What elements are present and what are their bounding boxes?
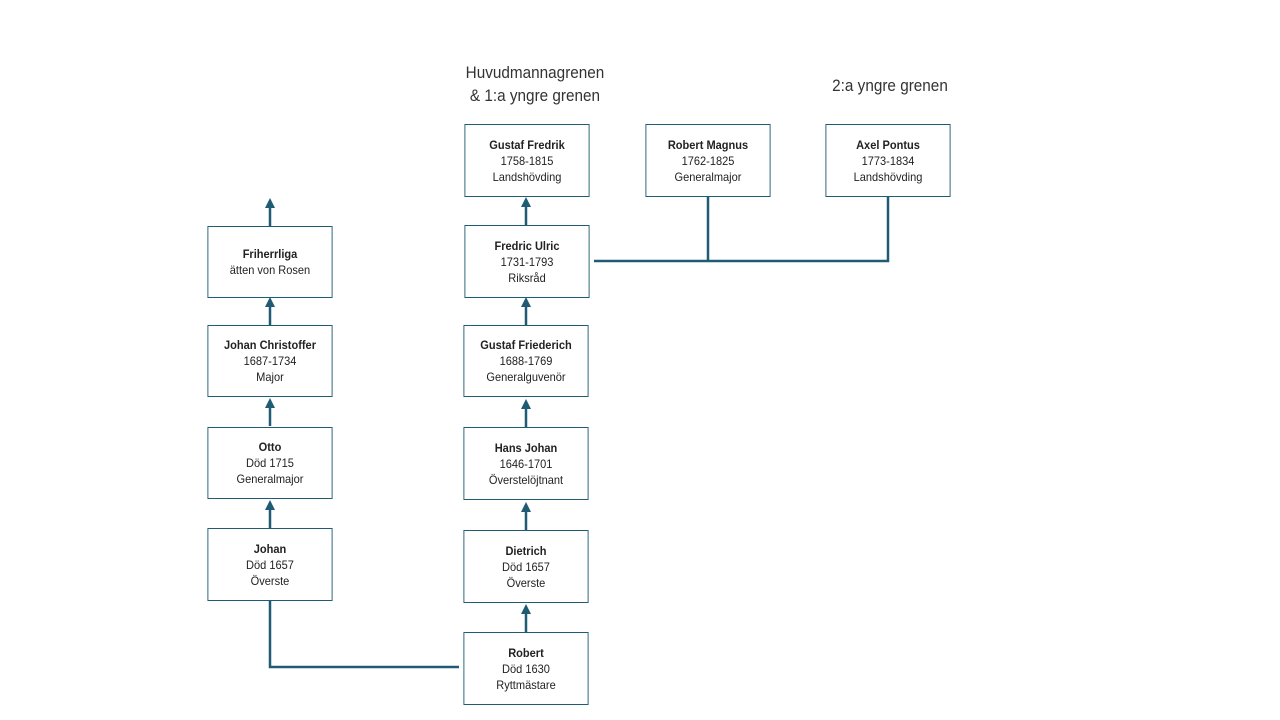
person-years: Död 1630 — [502, 661, 550, 676]
person-box-otto: Otto Död 1715 Generalmajor — [207, 427, 333, 499]
person-name: Johan — [253, 541, 287, 556]
person-years: ätten von Rosen — [229, 263, 311, 277]
connector-robert-to-johan — [268, 601, 459, 669]
person-title: Major — [256, 370, 284, 384]
person-name: Fredric Ulric — [494, 238, 560, 253]
person-name: Hans Johan — [494, 440, 558, 455]
person-title: Landshövding — [853, 169, 923, 184]
person-name: Gustaf Fredrik — [489, 137, 565, 152]
header-main-branch-line1: Huvudmannagrenen — [465, 63, 605, 82]
person-title: Ryttmästare — [496, 677, 556, 692]
header-second-branch-label: 2:a yngre grenen — [832, 76, 948, 95]
person-name: Robert Magnus — [667, 137, 749, 152]
person-box-axel-pontus: Axel Pontus 1773-1834 Landshövding — [825, 124, 951, 197]
person-title: Generalmajor — [236, 472, 304, 486]
person-title: Generalguvenör — [486, 370, 566, 384]
person-title: Generalmajor — [674, 169, 742, 184]
person-name: Axel Pontus — [856, 137, 920, 152]
person-box-robert: Robert Död 1630 Ryttmästare — [463, 632, 589, 705]
person-name: Robert — [508, 645, 544, 660]
header-main-branch: Huvudmannagrenen & 1:a yngre grenen — [441, 61, 630, 107]
person-name: Gustaf Friederich — [480, 338, 572, 352]
person-years: 1688-1769 — [499, 354, 553, 368]
person-years: 1646-1701 — [499, 456, 553, 471]
person-name: Dietrich — [505, 543, 547, 558]
person-years: 1773-1834 — [861, 153, 915, 168]
person-title: Riksråd — [508, 270, 546, 285]
header-second-branch: 2:a yngre grenen — [800, 74, 980, 97]
person-box-johan-christoffer: Johan Christoffer 1687-1734 Major — [207, 325, 333, 397]
person-box-robert-magnus: Robert Magnus 1762-1825 Generalmajor — [645, 124, 771, 197]
person-box-gustaf-fredrik: Gustaf Fredrik 1758-1815 Landshövding — [464, 124, 590, 197]
person-title: Landshövding — [492, 169, 562, 184]
person-box-hans-johan: Hans Johan 1646-1701 Överstelöjtnant — [463, 427, 589, 500]
person-years: Död 1715 — [246, 456, 294, 470]
person-years: Död 1657 — [502, 559, 550, 574]
person-title: Överste — [506, 575, 546, 590]
person-box-gustaf-friederich: Gustaf Friederich 1688-1769 Generalguven… — [463, 325, 589, 397]
person-title: Överste — [250, 573, 290, 588]
person-name: Otto — [258, 440, 282, 454]
person-years: Död 1657 — [246, 557, 294, 572]
header-main-branch-line2: & 1:a yngre grenen — [469, 86, 601, 105]
person-name: Johan Christoffer — [223, 338, 316, 352]
person-box-dietrich: Dietrich Död 1657 Överste — [463, 530, 589, 603]
person-box-fredric-ulric: Fredric Ulric 1731-1793 Riksråd — [464, 225, 590, 298]
connector-fredric-ulric-to-axel-pontus — [594, 197, 890, 263]
person-years: 1762-1825 — [681, 153, 735, 168]
person-years: 1687-1734 — [243, 354, 297, 368]
person-years: 1758-1815 — [500, 153, 554, 168]
person-name: Friherrliga — [242, 247, 298, 261]
person-years: 1731-1793 — [500, 254, 554, 269]
person-box-friherrliga: Friherrliga ätten von Rosen — [207, 226, 333, 298]
person-title: Överstelöjtnant — [488, 472, 564, 487]
person-box-johan: Johan Död 1657 Överste — [207, 528, 333, 601]
